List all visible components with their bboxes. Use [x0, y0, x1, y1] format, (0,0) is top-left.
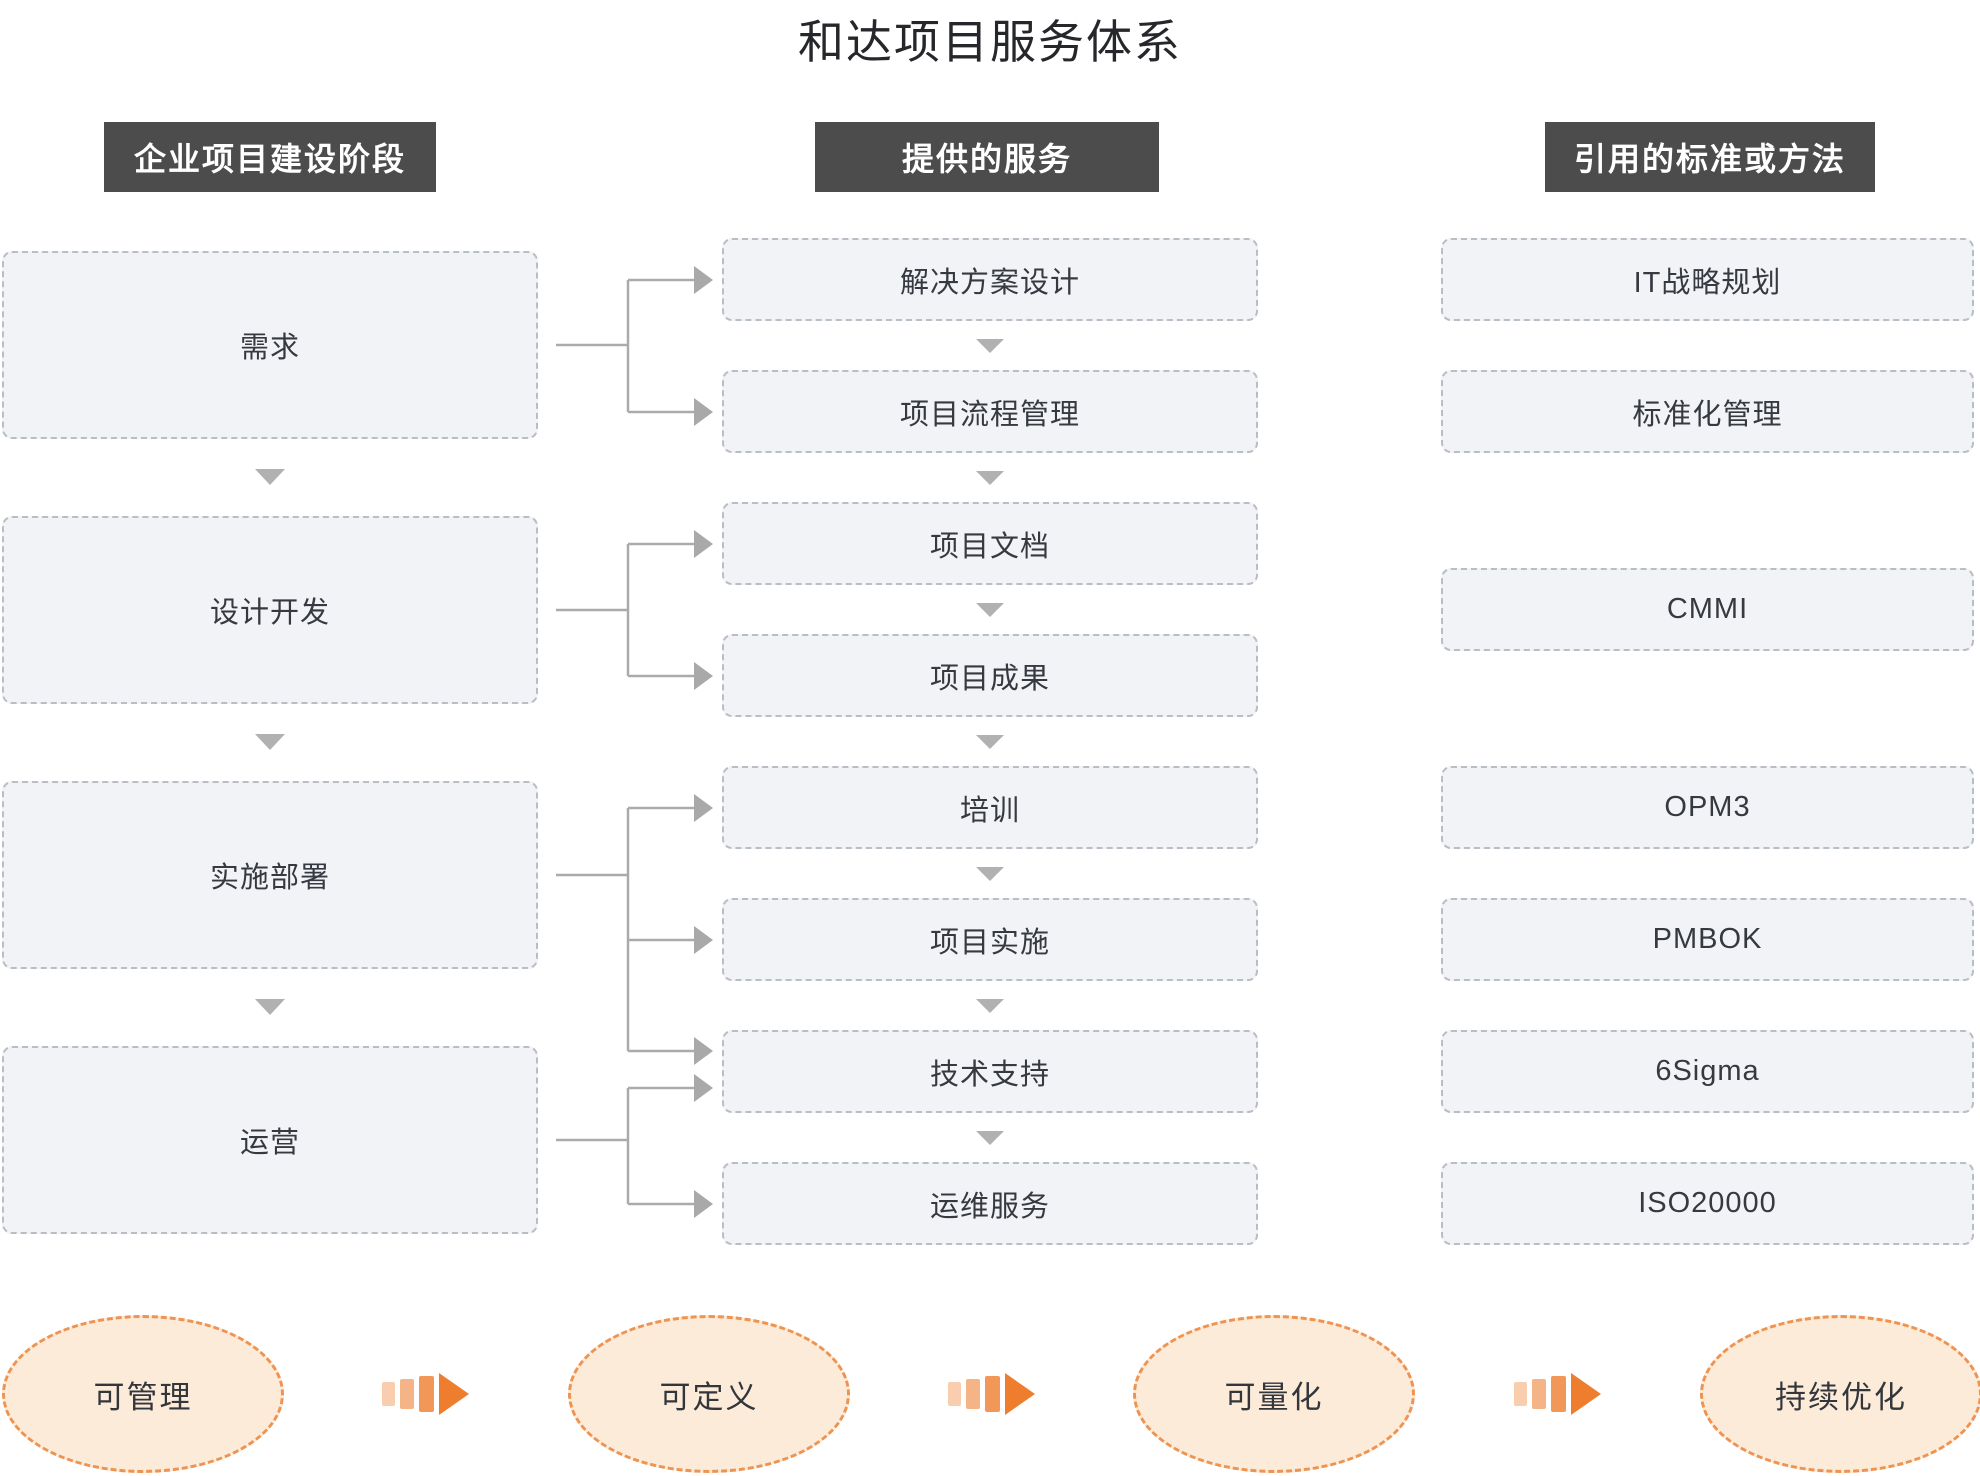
maturity-ellipse-manageable: 可管理 [2, 1315, 284, 1473]
stage-label: 需求 [239, 332, 300, 364]
standard-box-6sigma: 6Sigma [1441, 1030, 1974, 1113]
flow-arrow-icon [1514, 1352, 1601, 1436]
down-arrow-icon [976, 1131, 1004, 1145]
column-header-stages: 企业项目建设阶段 [104, 122, 436, 192]
down-arrow-icon [255, 999, 285, 1015]
service-label: 项目成果 [929, 662, 1050, 695]
service-box-implementation: 项目实施 [722, 898, 1258, 981]
down-arrow-icon [976, 471, 1004, 485]
stage-box-requirements: 需求 [2, 251, 538, 439]
down-arrow-icon [976, 867, 1004, 881]
service-box-ops-maintenance: 运维服务 [722, 1162, 1258, 1245]
down-arrow-icon [976, 999, 1004, 1013]
standard-label: CMMI [1666, 593, 1749, 625]
down-arrow-icon [976, 735, 1004, 749]
maturity-label: 可量化 [1224, 1379, 1324, 1415]
stage-box-operations: 运营 [2, 1046, 538, 1234]
maturity-label: 可管理 [93, 1379, 193, 1415]
standard-label: 6Sigma [1655, 1055, 1760, 1087]
down-arrow-icon [976, 603, 1004, 617]
down-arrow-icon [255, 734, 285, 750]
standard-label: 标准化管理 [1632, 398, 1783, 431]
standard-label: ISO20000 [1638, 1187, 1777, 1219]
standard-box-it-strategy: IT战略规划 [1441, 238, 1974, 321]
flow-arrow-icon [382, 1352, 469, 1436]
stage-label: 设计开发 [209, 597, 330, 629]
standard-box-opm3: OPM3 [1441, 766, 1974, 849]
service-label: 运维服务 [929, 1190, 1050, 1223]
standard-box-pmbok: PMBOK [1441, 898, 1974, 981]
service-box-training: 培训 [722, 766, 1258, 849]
service-box-project-docs: 项目文档 [722, 502, 1258, 585]
standard-box-standardization: 标准化管理 [1441, 370, 1974, 453]
service-label: 培训 [959, 794, 1020, 827]
page-title: 和达项目服务体系 [798, 16, 1182, 68]
service-box-tech-support: 技术支持 [722, 1030, 1258, 1113]
maturity-ellipse-continuous-improvement: 持续优化 [1700, 1315, 1980, 1473]
column-header-services: 提供的服务 [815, 122, 1159, 192]
service-label: 项目实施 [929, 926, 1050, 959]
stage-box-implementation: 实施部署 [2, 781, 538, 969]
standard-label: PMBOK [1652, 923, 1763, 955]
maturity-label: 可定义 [659, 1379, 759, 1415]
stage-label: 运营 [239, 1127, 300, 1159]
down-arrow-icon [976, 339, 1004, 353]
standard-box-cmmi: CMMI [1441, 568, 1974, 651]
service-label: 项目流程管理 [899, 398, 1080, 431]
stage-label: 实施部署 [209, 862, 330, 894]
service-box-deliverables: 项目成果 [722, 634, 1258, 717]
flow-arrow-icon [948, 1352, 1035, 1436]
down-arrow-icon [255, 469, 285, 485]
service-label: 解决方案设计 [899, 266, 1080, 299]
service-box-solution-design: 解决方案设计 [722, 238, 1258, 321]
stage-box-design-dev: 设计开发 [2, 516, 538, 704]
standard-label: IT战略规划 [1633, 266, 1782, 299]
service-label: 技术支持 [929, 1058, 1050, 1091]
service-label: 项目文档 [929, 530, 1050, 563]
standard-box-iso20000: ISO20000 [1441, 1162, 1974, 1245]
maturity-ellipse-quantifiable: 可量化 [1133, 1315, 1415, 1473]
maturity-ellipse-definable: 可定义 [568, 1315, 850, 1473]
standard-label: OPM3 [1664, 791, 1751, 823]
maturity-label: 持续优化 [1775, 1379, 1907, 1415]
column-header-standards: 引用的标准或方法 [1545, 122, 1875, 192]
service-box-process-mgmt: 项目流程管理 [722, 370, 1258, 453]
